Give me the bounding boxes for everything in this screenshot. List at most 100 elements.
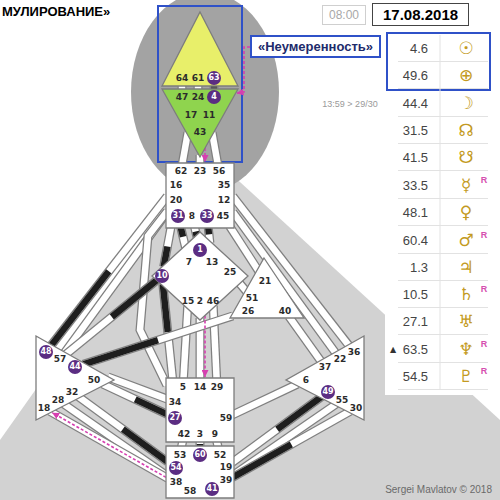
marker-triangle: ▲ <box>390 345 396 354</box>
gate-number: 31 <box>171 209 185 223</box>
channel-outline <box>232 384 297 415</box>
planet-glyph: ☊ <box>458 120 473 140</box>
table-rule <box>398 253 488 254</box>
gate-number: 18 <box>38 404 51 413</box>
gate-number: 26 <box>242 307 255 316</box>
channel-body <box>103 384 168 415</box>
channel-body <box>50 411 168 478</box>
center-outline <box>36 336 114 420</box>
defined-half <box>163 284 168 332</box>
planet-glyph: ☉ <box>458 38 473 58</box>
gate-number: 57 <box>54 355 67 364</box>
gate-number: 3 <box>197 430 203 439</box>
table-rule <box>398 334 488 335</box>
gate-number: 13 <box>206 258 219 267</box>
gate-number: 32 <box>66 388 79 397</box>
gate-number: 15 <box>182 297 195 306</box>
gate-number: 48 <box>39 345 53 359</box>
gate-number: 59 <box>220 414 233 423</box>
gate-number: 16 <box>170 181 183 190</box>
gate-number: 36 <box>348 348 361 357</box>
gate-number: 29 <box>211 383 224 392</box>
planet-glyph: ♂ <box>458 230 473 250</box>
transit-arrow <box>205 148 206 162</box>
planet-glyph: ⊕ <box>459 65 473 85</box>
gate-number: 12 <box>218 196 231 205</box>
channel <box>289 316 322 362</box>
gate-number: 60 <box>193 448 207 462</box>
gate-number: 9 <box>212 430 218 439</box>
gate-number: 33 <box>200 209 214 223</box>
channel <box>232 384 297 415</box>
date-box: 17.08.2018 <box>372 3 469 26</box>
highlight-frame <box>158 6 242 162</box>
retrograde-mark: R <box>481 230 488 240</box>
channel-body <box>289 316 322 362</box>
gate-number: 6 <box>303 376 309 385</box>
gate-number: 61 <box>192 74 205 83</box>
center-outline <box>152 232 248 320</box>
gate-number: 7 <box>186 258 192 267</box>
center-outline <box>230 258 304 318</box>
gate-number: 55 <box>336 396 349 405</box>
gate-number: 14 <box>194 383 207 392</box>
channel-outline <box>183 307 187 380</box>
channel-body <box>233 212 336 354</box>
channel <box>50 411 168 478</box>
planet-glyph: ♃ <box>458 257 473 277</box>
gate-number: 5 <box>180 383 186 392</box>
planet-value: 44.4 <box>403 96 428 111</box>
box-text: 17.08.2018 <box>383 6 458 23</box>
gate-number: 47 <box>176 93 189 102</box>
gate-number: 45 <box>217 212 230 221</box>
planet-glyph: ♅ <box>458 311 473 331</box>
table-rule <box>440 35 441 390</box>
gate-number: 19 <box>220 463 233 472</box>
gate-number: 41 <box>205 482 219 496</box>
gate-number: 23 <box>194 167 207 176</box>
gate-number: 8 <box>189 212 195 221</box>
gate-number: 11 <box>203 111 216 120</box>
throat-center: 622356163520123183345 <box>166 163 234 228</box>
channel-outline <box>140 211 167 385</box>
gate-number: 28 <box>52 396 65 405</box>
channel-outline <box>180 226 185 248</box>
planet-glyph: ♀ <box>460 202 472 222</box>
gate-number: 52 <box>214 451 227 460</box>
defined-half <box>232 444 291 477</box>
center-outline <box>166 163 234 228</box>
table-rule <box>398 61 488 62</box>
transit-arrow-line <box>52 413 166 478</box>
planet-glyph: ☽ <box>458 93 473 113</box>
gate-number: 43 <box>194 128 207 137</box>
channel <box>140 211 167 385</box>
channel-outline <box>103 384 168 415</box>
channel-body <box>182 133 188 165</box>
time-note: 13:59 > 29/30 <box>322 99 377 109</box>
gate-number: 44 <box>68 360 82 374</box>
gate-number: 58 <box>184 487 197 496</box>
channel-body <box>212 133 218 165</box>
spleen-center: 485744 50 322818 <box>36 336 114 420</box>
table-rule <box>398 143 488 144</box>
table-rule <box>398 307 488 308</box>
planet-value: 33.5 <box>403 178 428 193</box>
center-outline <box>162 89 238 157</box>
planet-value: 1.3 <box>410 260 428 275</box>
defined-half <box>112 279 158 317</box>
table-rule <box>398 362 488 363</box>
channel <box>183 307 187 380</box>
gate-number: 54 <box>169 461 183 475</box>
channel-body <box>180 226 185 248</box>
planet-value: 4.6 <box>410 41 428 56</box>
gate-number: 24 <box>192 93 205 102</box>
gate-number: 30 <box>350 404 363 413</box>
channel-body <box>183 307 187 380</box>
channel-outline <box>212 133 218 165</box>
channel-outline <box>232 411 350 477</box>
gate-number: 17 <box>185 111 198 120</box>
gate-number: 25 <box>224 268 237 277</box>
gate-number: 50 <box>88 376 101 385</box>
head-center: 646163 <box>162 12 238 86</box>
table-rule <box>398 170 488 171</box>
